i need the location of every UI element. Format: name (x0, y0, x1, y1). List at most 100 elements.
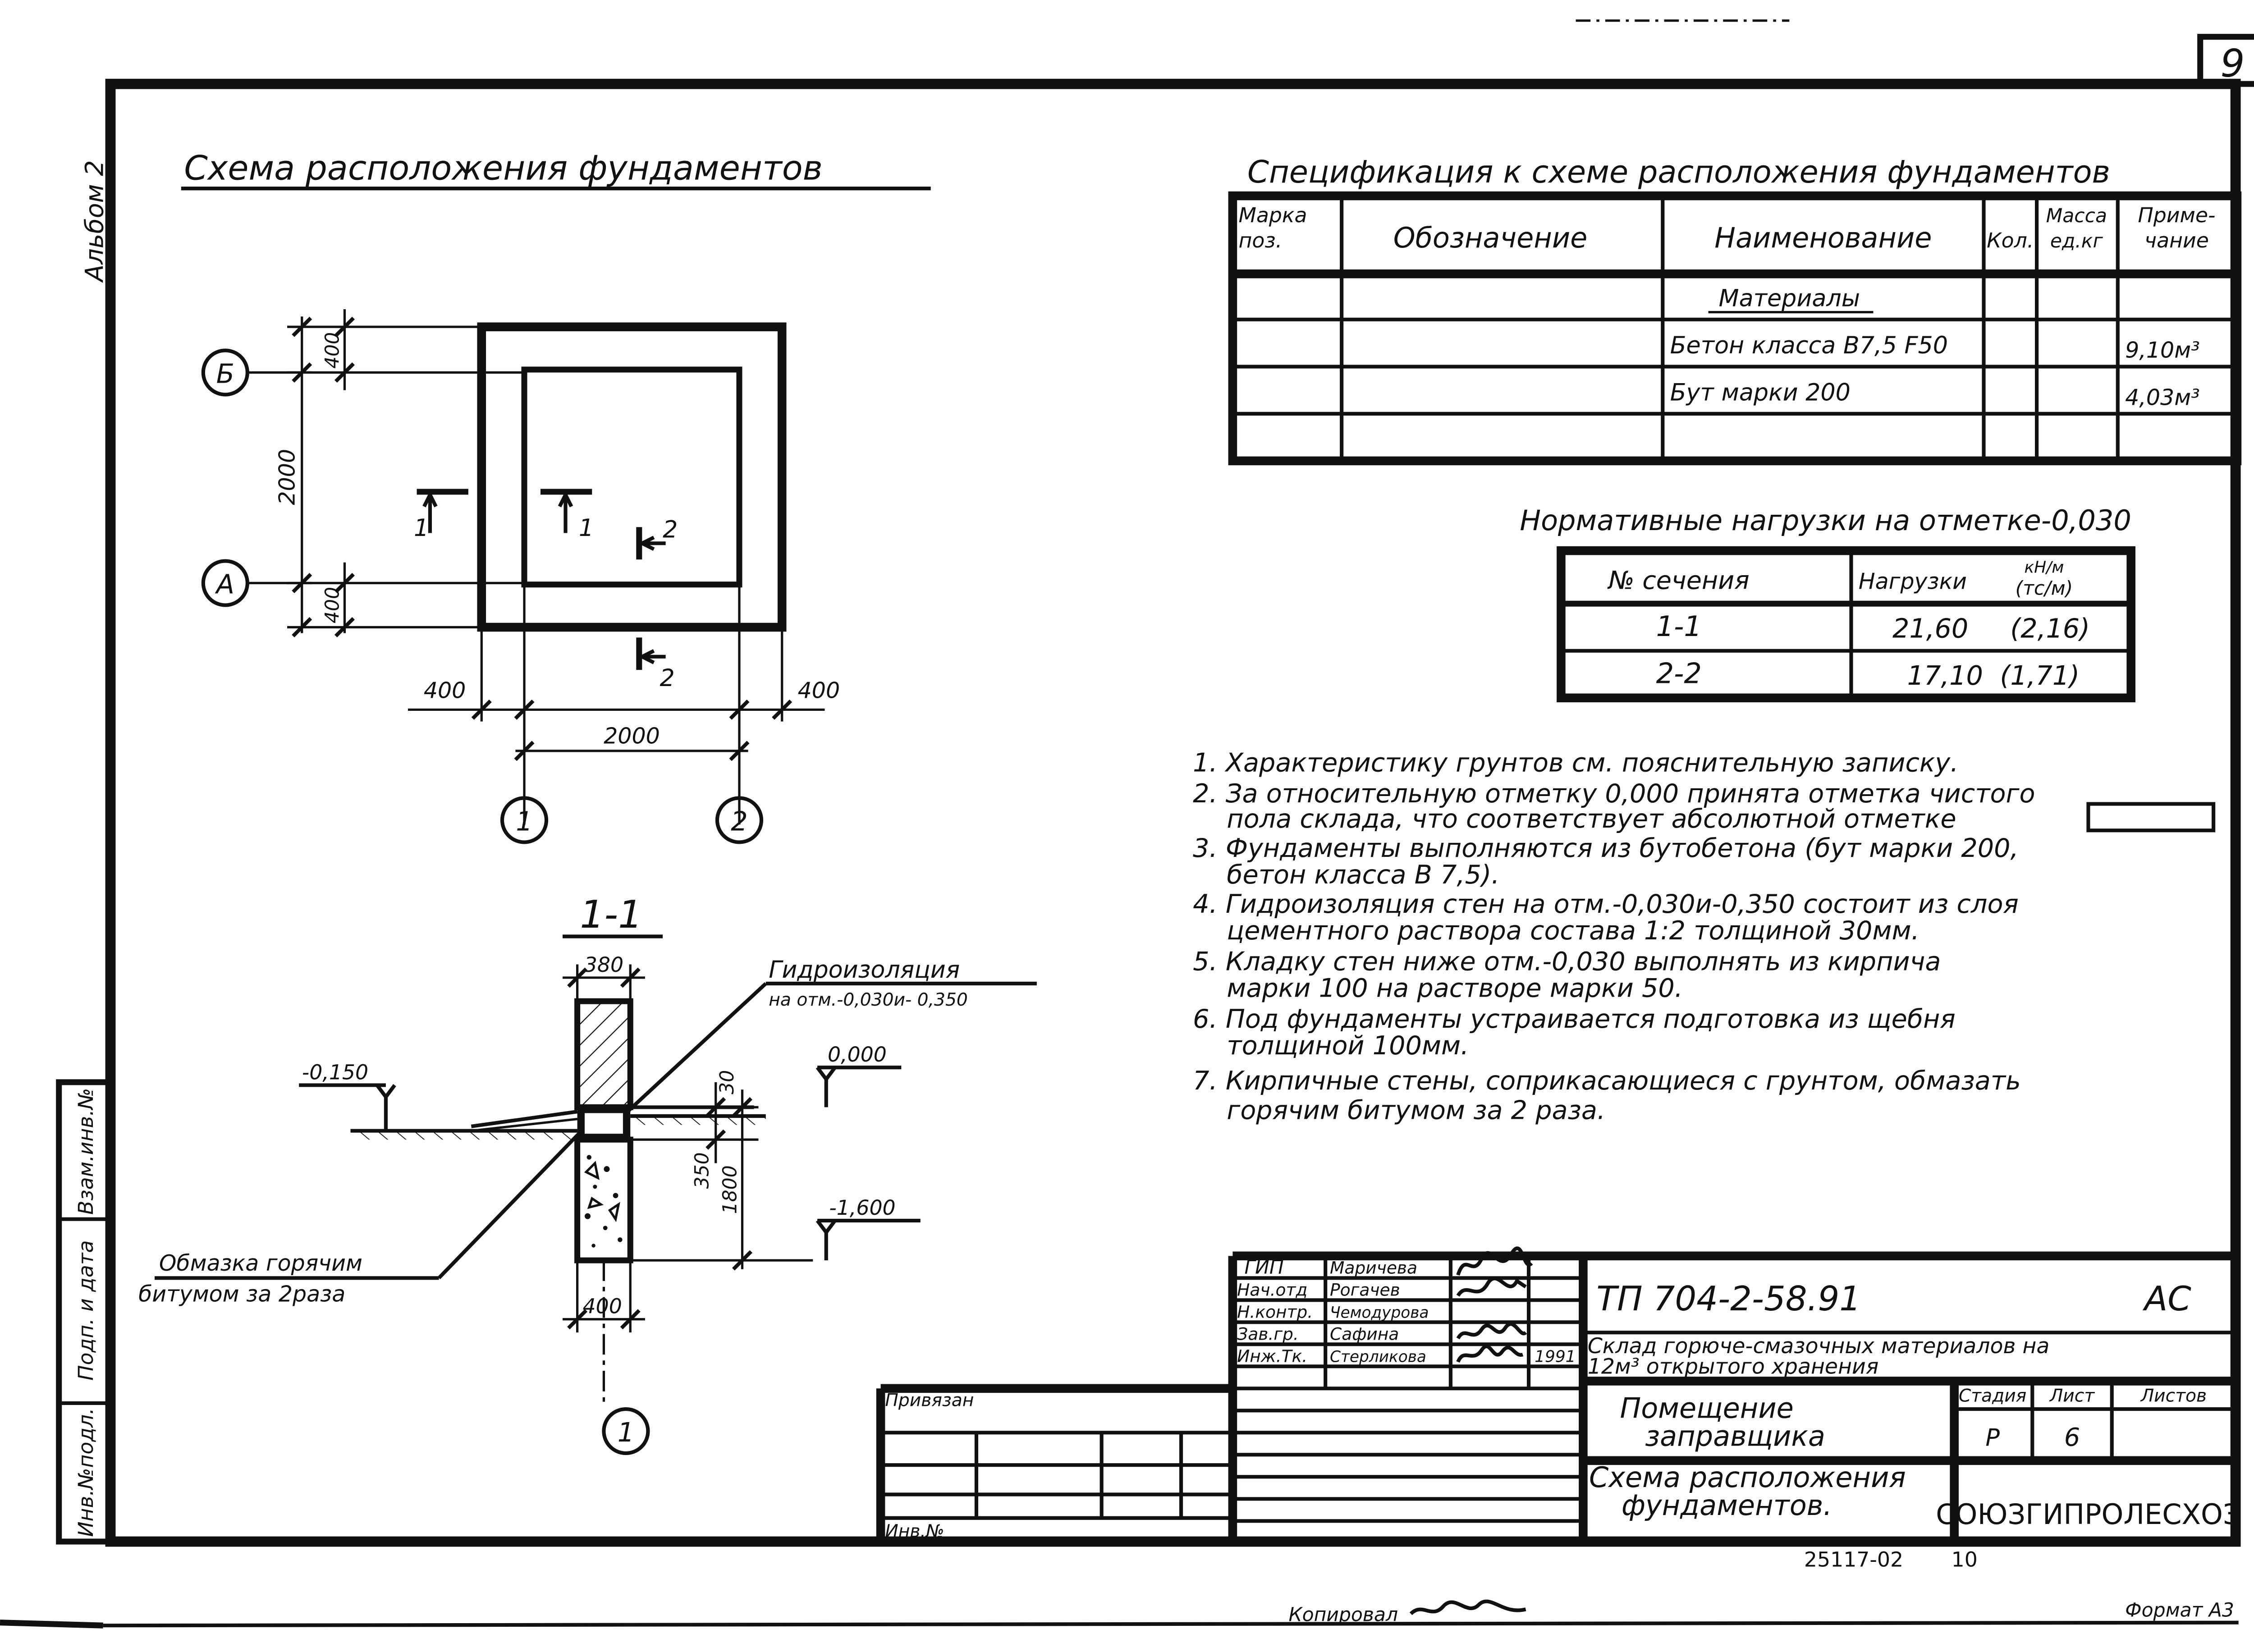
section-level-ground: -0,150 (302, 1060, 368, 1084)
tb-year: 1991 (1535, 1348, 1576, 1366)
note-line: 5. Кладку стен ниже отм.-0,030 выполнять… (1193, 947, 1941, 977)
plan-dim-left-offset: 400 (424, 677, 466, 703)
spec-col-designation: Обозначение (1393, 221, 1588, 254)
page-number: 9 (2221, 41, 2245, 86)
axis-a-label: А (215, 568, 234, 599)
spec-title: Спецификация к схеме расположения фундам… (1247, 154, 2110, 190)
plan-dim-right-offset: 400 (798, 677, 840, 703)
general-notes: 1. Характеристику грунтов см. пояснитель… (1193, 748, 2216, 1126)
note-line: толщиной 100мм. (1227, 1031, 1469, 1061)
plan-cut-1-left: 1 (414, 514, 429, 542)
tb-name: Маричева (1330, 1258, 1417, 1278)
side-stamps: Инв.№подл. Подп. и дата Взам.инв.№ (56, 1079, 114, 1545)
title-block: ГИП Нач.отд Н.контр. Зав.гр. Инж.Тк. Мар… (876, 1246, 2241, 1542)
tb-project-line1: Склад горюче-смазочных материалов на (1588, 1334, 2050, 1359)
note-line: бетон класса В 7,5). (1227, 860, 1499, 890)
spec-row-rubble-name: Бут марки 200 (1670, 379, 1851, 406)
plan-title: Схема расположения фундаментов (184, 148, 823, 188)
tb-role: ГИП (1245, 1257, 1284, 1279)
archive-number: 25117-02 (1804, 1548, 1903, 1572)
axis-2-label: 2 (731, 805, 747, 837)
tb-stage-label: Стадия (1959, 1386, 2026, 1406)
section-axis-label: 1 (618, 1417, 634, 1448)
absolute-elevation-box (2086, 802, 2216, 833)
spec-row-materials: Материалы (1719, 284, 1860, 312)
tb-doc-code: ТП 704-2-58.91 (1596, 1279, 1861, 1318)
spec-row-rubble-note: 4,03м³ (2125, 384, 2200, 410)
tb-role: Н.контр. (1237, 1302, 1313, 1322)
section-footing-width: 400 (583, 1295, 622, 1318)
loads-title: Нормативные нагрузки на отметке-0,030 (1520, 504, 2131, 537)
loads-table: Нормативные нагрузки на отметке-0,030 № … (1520, 504, 2135, 703)
tb-building-line2: заправщика (1645, 1420, 1825, 1453)
section-1-1: 1-1 380 (138, 892, 1037, 1455)
axis-b-label: Б (216, 358, 234, 389)
loads-unit-2: (тс/м) (2016, 578, 2073, 600)
loads-unit-1: кН/м (2024, 558, 2064, 577)
spec-row-concrete-name: Бетон класса В7,5 F50 (1670, 332, 1948, 359)
section-wall-width: 380 (584, 953, 623, 977)
section-level-floor: 0,000 (828, 1043, 887, 1066)
tb-role: Зав.гр. (1237, 1324, 1299, 1344)
note-line: марки 100 на растворе марки 50. (1227, 973, 1683, 1003)
spec-col-note-2: чание (2144, 229, 2209, 252)
spec-col-qty: Кол. (1987, 229, 2034, 252)
section-dim-350: 350 (691, 1152, 713, 1189)
loads-row-2-section: 2-2 (1656, 657, 1702, 690)
loads-row-1-alt: (2,16) (2010, 613, 2090, 644)
tb-organization: СОЮЗГИПРОЛЕСХОЗ (1936, 1498, 2240, 1531)
loads-row-2-value: 17,10 (1907, 660, 1983, 691)
tb-drawing-line1: Схема расположения (1589, 1461, 1906, 1494)
tb-sheets-label: Листов (2140, 1386, 2207, 1406)
tb-name: Чемодурова (1330, 1304, 1429, 1322)
spec-col-mass-2: ед.кг (2050, 230, 2103, 252)
format-label: Формат А3 (2125, 1600, 2234, 1622)
specification: Спецификация к схеме расположения фундам… (1228, 154, 2242, 466)
plan-cut-2-top: 2 (663, 516, 678, 543)
foundation-plan: Схема расположения фундаментов Б А 400 2… (181, 148, 931, 844)
section-dim-30: 30 (716, 1070, 738, 1094)
section-coating-line1: Обмазка горячим (159, 1250, 362, 1276)
sheet-footer: 25117-02 10 Копировал Формат А3 (1289, 1548, 2234, 1626)
spec-col-name: Наименование (1714, 221, 1932, 254)
loads-row-1-section: 1-1 (1656, 610, 1702, 643)
archive-sheet: 10 (1952, 1548, 1978, 1572)
spec-col-mass-1: Масса (2046, 205, 2107, 227)
loads-row-2-alt: (1,71) (2000, 660, 2080, 691)
tb-bound-label: Привязан (885, 1390, 974, 1410)
note-line: 6. Под фундаменты устраивается подготовк… (1193, 1004, 1956, 1034)
note-line: пола склада, что соответствует абсолютно… (1227, 804, 1956, 834)
tb-role: Инж.Тк. (1237, 1346, 1307, 1366)
loads-col-section: № сечения (1607, 566, 1750, 595)
section-coating-line2: битумом за 2раза (138, 1281, 345, 1307)
note-line: 3. Фундаменты выполняются из бутобетона … (1193, 833, 2018, 863)
tb-name: Рогачев (1330, 1280, 1400, 1300)
tb-sheet-label: Лист (2049, 1386, 2095, 1406)
tb-drawing-line2: фундаментов. (1622, 1489, 1832, 1522)
stamp-inv-original: Инв.№подл. (74, 1408, 98, 1537)
loads-col-load: Нагрузки (1859, 569, 1967, 595)
tb-inv-label: Инв.№ (885, 1521, 944, 1542)
spec-col-mark-1: Марка (1238, 203, 1307, 227)
tb-role: Нач.отд (1237, 1280, 1307, 1300)
section-waterproof-level: на отм.-0,030и- 0,350 (769, 990, 968, 1010)
note-line: 4. Гидроизоляция стен на отм.-0,030и-0,3… (1193, 889, 2019, 919)
stamp-replace-inv: Взам.инв.№ (74, 1088, 98, 1215)
tb-doc-mark: АС (2143, 1279, 2191, 1318)
axis-1-label: 1 (516, 805, 532, 837)
note-line: цементного раствора состава 1:2 толщиной… (1227, 916, 1920, 946)
tb-sheet-value: 6 (2064, 1423, 2080, 1452)
note-line: 7. Кирпичные стены, соприкасающиеся с гр… (1193, 1066, 2021, 1096)
spec-row-concrete-note: 9,10м³ (2125, 338, 2200, 363)
loads-row-1-value: 21,60 (1892, 613, 1968, 644)
tb-building-line1: Помещение (1620, 1392, 1794, 1425)
sheet-frame: 9 Альбом 2 (0, 19, 2254, 1629)
tb-name: Сафина (1330, 1324, 1399, 1344)
plan-dim-top-offset: 400 (321, 332, 344, 369)
spec-col-note-1: Приме- (2138, 203, 2215, 227)
plan-dim-bottom-offset: 400 (321, 587, 344, 623)
plan-cut-2-bottom: 2 (660, 664, 675, 692)
note-line: горячим битумом за 2 раза. (1227, 1096, 1605, 1126)
stamp-signature-date: Подп. и дата (74, 1240, 98, 1380)
